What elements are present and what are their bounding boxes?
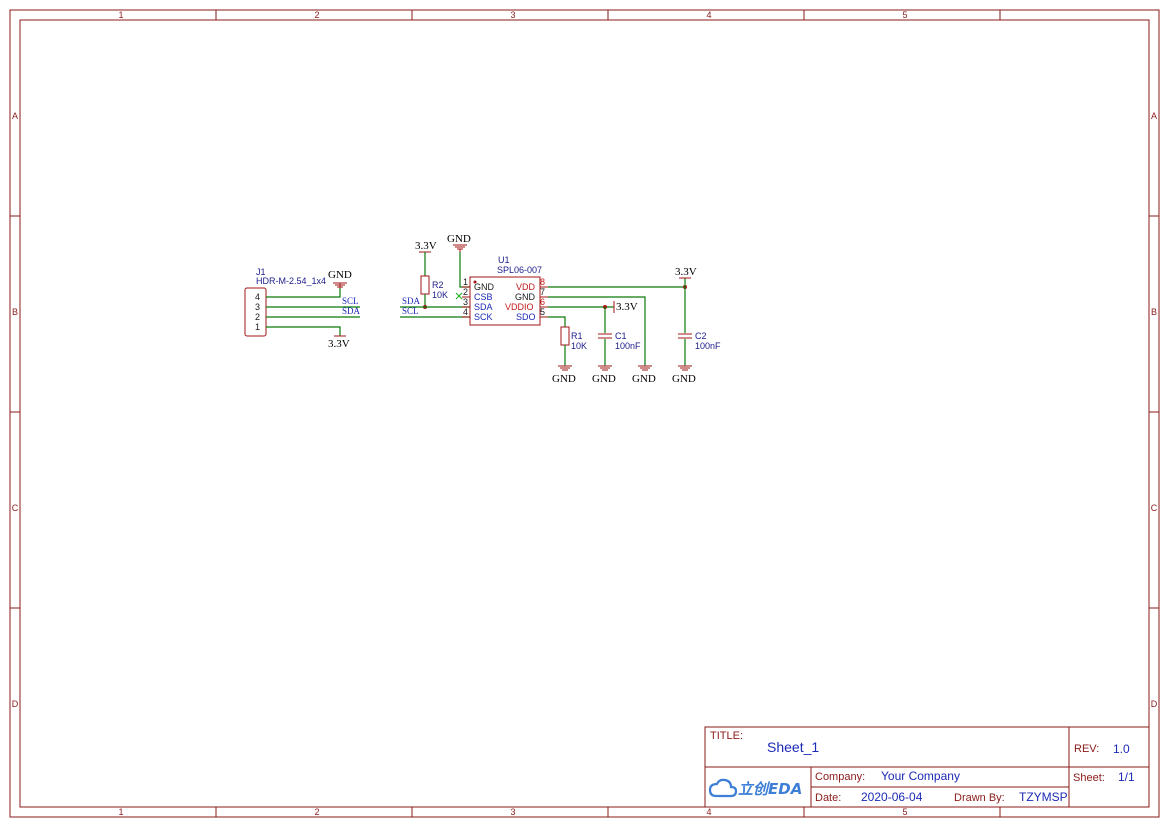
u1-pin-sda-name: SDA bbox=[474, 302, 493, 312]
c2-value: 100nF bbox=[695, 341, 721, 351]
j1-pin-3: 3 bbox=[255, 302, 260, 312]
u1-pin-csb-name: CSB bbox=[474, 292, 493, 302]
row-label-left-c: C bbox=[12, 503, 19, 513]
gnd-label-r1: GND bbox=[552, 373, 576, 385]
tb-title-value: Sheet_1 bbox=[767, 739, 819, 755]
connector-j1[interactable]: J1 HDR-M-2.54_1x4 4 3 2 1 bbox=[244, 267, 326, 337]
gnd-label-u1-top: GND bbox=[447, 233, 471, 245]
gnd-label-j1: GND bbox=[328, 269, 352, 281]
u1-pin-gnd-name: GND bbox=[474, 282, 495, 292]
c1-value: 100nF bbox=[615, 341, 641, 351]
j1-wires bbox=[266, 288, 360, 336]
r2-value: 10K bbox=[432, 290, 448, 300]
j1-pin-1: 1 bbox=[255, 322, 260, 332]
row-label-right-c: C bbox=[1151, 503, 1158, 513]
row-label-right-d: D bbox=[1151, 699, 1158, 709]
lceda-logo: 立创EDA bbox=[708, 778, 802, 798]
row-label-left-d: D bbox=[12, 699, 19, 709]
col-label-top-5: 5 bbox=[902, 10, 907, 20]
ic-u1[interactable] bbox=[462, 276, 548, 326]
u1-pin-8-num: 8 bbox=[540, 277, 545, 287]
j1-value: HDR-M-2.54_1x4 bbox=[256, 276, 326, 286]
gnd-label-u1-pin7: GND bbox=[632, 373, 656, 385]
tb-company-value: Your Company bbox=[881, 769, 960, 783]
j1-pin-2: 2 bbox=[255, 312, 260, 322]
tb-rev-label: REV: bbox=[1074, 743, 1099, 755]
u1-pin-vdd-name: VDD bbox=[516, 282, 536, 292]
j1-ref: J1 bbox=[256, 267, 266, 277]
title-block: TITLE: Sheet_1 REV: 1.0 Company: Your Co… bbox=[704, 726, 1150, 808]
row-label-right-a: A bbox=[1151, 111, 1157, 121]
row-label-left-a: A bbox=[12, 111, 18, 121]
u1-pin-3-num: 3 bbox=[463, 297, 468, 307]
u1-pin-1-num: 1 bbox=[463, 277, 468, 287]
net-label-sda-u1: SDA bbox=[402, 296, 421, 306]
net-label-scl-u1: SCL bbox=[402, 306, 419, 316]
r1-value: 10K bbox=[571, 341, 587, 351]
resistor-r1[interactable] bbox=[560, 326, 570, 346]
col-label-bottom-2: 2 bbox=[314, 807, 319, 817]
tb-company-label: Company: bbox=[815, 771, 865, 783]
u1-pin-2-num: 2 bbox=[463, 287, 468, 297]
c2-ref: C2 bbox=[695, 331, 707, 341]
gnd-symbol-c1 bbox=[598, 365, 612, 371]
tb-sheet-value: 1/1 bbox=[1118, 770, 1135, 784]
capacitor-c2[interactable] bbox=[678, 333, 692, 339]
u1-pin-5-num: 5 bbox=[540, 307, 545, 317]
u1-pin-7-num: 7 bbox=[540, 287, 545, 297]
net-label-scl-j1: SCL bbox=[342, 296, 359, 306]
gnd-symbol-j1 bbox=[333, 282, 347, 288]
u1-ref: U1 bbox=[498, 255, 510, 265]
col-label-bottom-3: 3 bbox=[510, 807, 515, 817]
gnd-label-c2: GND bbox=[672, 373, 696, 385]
u1-pin-sck-name: SCK bbox=[474, 312, 493, 322]
cloud-icon bbox=[708, 778, 738, 798]
row-label-right-b: B bbox=[1151, 307, 1157, 317]
gnd-symbol-r1 bbox=[558, 365, 572, 371]
u1-pin-4-num: 4 bbox=[463, 307, 468, 317]
u1-pin-sdo-name: SDO bbox=[516, 312, 536, 322]
j1-pin-4: 4 bbox=[255, 292, 260, 302]
col-label-top-2: 2 bbox=[314, 10, 319, 20]
gnd-symbol-u1-pin7 bbox=[638, 365, 652, 371]
vcc-label-r2: 3.3V bbox=[415, 240, 437, 252]
vcc-label-j1: 3.3V bbox=[328, 338, 350, 350]
tb-rev-value: 1.0 bbox=[1113, 742, 1130, 756]
resistor-r2[interactable] bbox=[420, 275, 430, 295]
r1-ref: R1 bbox=[571, 331, 583, 341]
c1-ref: C1 bbox=[615, 331, 627, 341]
vcc-label-vddio: 3.3V bbox=[616, 301, 638, 313]
gnd-label-c1: GND bbox=[592, 373, 616, 385]
col-label-bottom-4: 4 bbox=[706, 807, 711, 817]
gnd-symbol-c2 bbox=[678, 365, 692, 371]
col-label-bottom-5: 5 bbox=[902, 807, 907, 817]
tb-drawn-value: TZYMSP bbox=[1019, 790, 1068, 804]
tb-date-value: 2020-06-04 bbox=[861, 790, 923, 804]
logo-text: 立创EDA bbox=[738, 780, 802, 798]
u1-pin-gnd2-name: GND bbox=[515, 292, 536, 302]
net-label-sda-j1: SDA bbox=[342, 306, 361, 316]
col-label-top-4: 4 bbox=[706, 10, 711, 20]
gnd-symbol-u1-top bbox=[453, 244, 467, 252]
col-label-top-1: 1 bbox=[118, 10, 123, 20]
col-label-top-3: 3 bbox=[510, 10, 515, 20]
tb-sheet-label: Sheet: bbox=[1073, 772, 1105, 784]
u1-value: SPL06-007 bbox=[497, 265, 542, 275]
tb-drawn-label: Drawn By: bbox=[954, 792, 1005, 804]
u1-pin-6-num: 6 bbox=[540, 297, 545, 307]
row-label-left-b: B bbox=[12, 307, 18, 317]
no-connect-csb bbox=[455, 292, 463, 300]
tb-title-label: TITLE: bbox=[710, 730, 743, 742]
capacitor-c1[interactable] bbox=[598, 333, 612, 339]
sheet-frame: 1 2 3 4 5 1 2 3 4 5 A B C D A B C D bbox=[9, 9, 1160, 818]
vcc-label-vdd: 3.3V bbox=[675, 266, 697, 278]
u1-pin-vddio-name: VDDIO bbox=[505, 302, 534, 312]
tb-date-label: Date: bbox=[815, 792, 841, 804]
r2-ref: R2 bbox=[432, 280, 444, 290]
col-label-bottom-1: 1 bbox=[118, 807, 123, 817]
